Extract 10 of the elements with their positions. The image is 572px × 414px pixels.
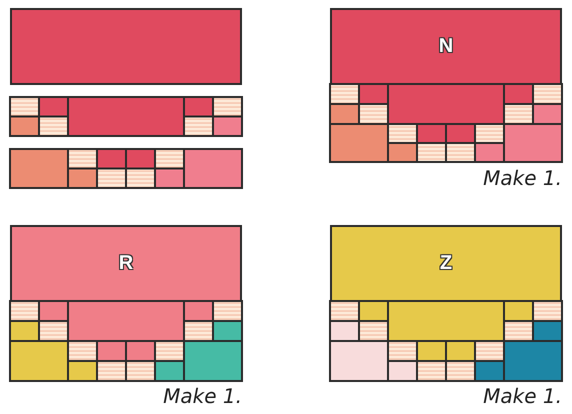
fabric-panel [330, 225, 562, 302]
fabric-panel [10, 8, 242, 85]
block-letter: Z [440, 252, 452, 275]
instruction-note: Make 1. [483, 384, 562, 408]
block-letter: R [118, 252, 134, 275]
fabric-panel [330, 8, 562, 85]
fabric-panel [10, 225, 242, 302]
instruction-note: Make 1. [163, 384, 242, 408]
block-letter: N [438, 35, 454, 58]
instruction-note: Make 1. [483, 166, 562, 190]
